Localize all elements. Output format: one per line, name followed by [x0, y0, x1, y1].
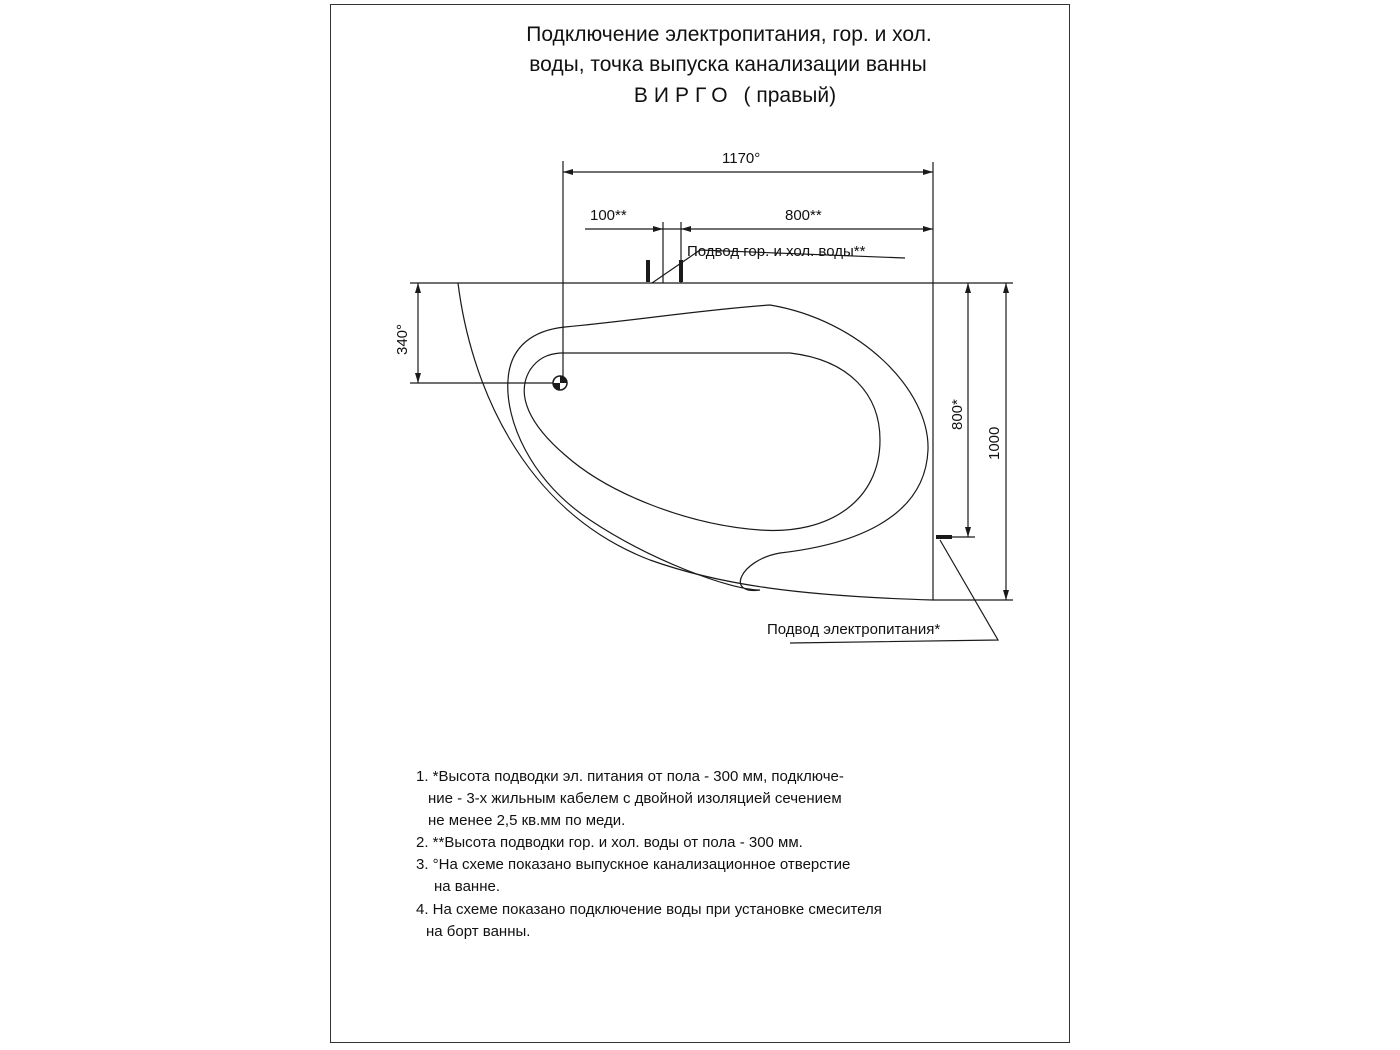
- model-name: ВИРГО: [633, 84, 734, 107]
- dim-water-to-wall: 800**: [785, 207, 822, 224]
- title-line-1: Подключение электропитания, гор. и хол.: [526, 23, 932, 46]
- bathtub-basin: [523, 352, 881, 532]
- title-line-3: ВИРГО ( правый): [0, 81, 1400, 111]
- cold-water-pipe: [679, 260, 683, 282]
- dim-total-depth: 1000: [986, 427, 1003, 460]
- note-3-line-2: на ванне.: [434, 878, 501, 895]
- note-4-line-2: на борт ванны.: [426, 923, 531, 940]
- water-leader: [651, 249, 906, 284]
- dim-drain-offset: 340°: [394, 324, 411, 355]
- drain-icon: [552, 375, 568, 391]
- drawing-sheet: [330, 4, 1070, 1043]
- label-power-supply: Подвод электропитания*: [767, 621, 940, 638]
- hot-water-pipe: [646, 260, 650, 282]
- note-2: 2. **Высота подводки гор. и хол. воды от…: [416, 834, 803, 851]
- label-water-supply: Подвод гор. и хол. воды**: [687, 243, 866, 260]
- dim-total-width: 1170°: [722, 150, 760, 167]
- note-1-line-3: не менее 2,5 кв.мм по меди.: [428, 812, 626, 829]
- note-4-line-1: 4. На схеме показано подключение воды пр…: [416, 901, 882, 918]
- title-line-2: воды, точка выпуска канализации ванны: [529, 53, 927, 76]
- bathtub-outer-contour: [457, 282, 934, 601]
- power-outlet-icon: [936, 535, 952, 539]
- model-variant: ( правый): [743, 84, 837, 107]
- note-1-line-2: ние - 3-х жильным кабелем с двойной изол…: [428, 790, 842, 807]
- dim-water-offset: 100**: [590, 207, 627, 224]
- dim-power-height: 800*: [949, 399, 966, 430]
- power-leader: [789, 539, 1000, 644]
- note-3-line-1: 3. °На схеме показано выпускное канализа…: [416, 856, 851, 873]
- note-1-line-1: 1. *Высота подводки эл. питания от пола …: [416, 768, 844, 785]
- bathtub-rim: [507, 304, 929, 592]
